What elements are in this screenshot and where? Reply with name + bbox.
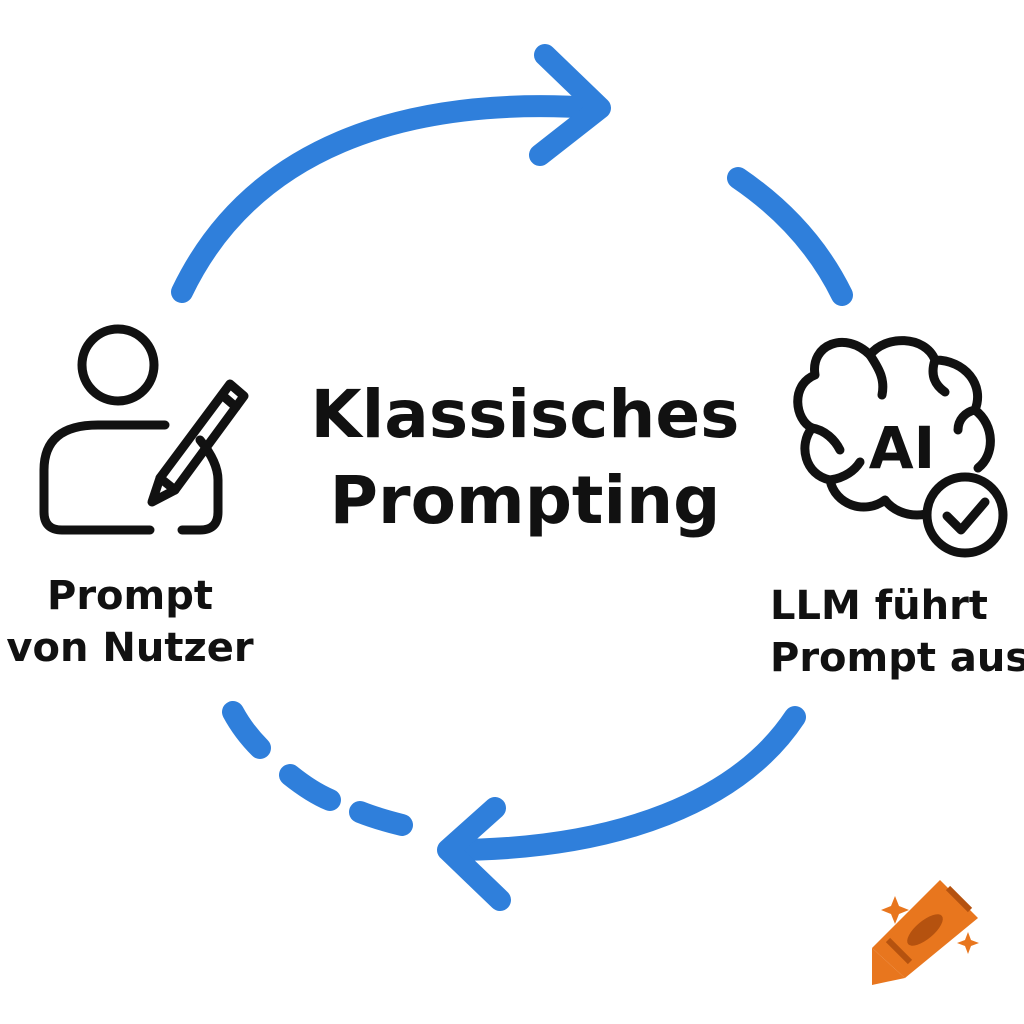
- llm-label-line-2: Prompt aus: [770, 635, 1024, 681]
- crayon-band-2: [885, 937, 913, 965]
- left-dash-3: [349, 801, 413, 836]
- pencil-icon: [147, 379, 249, 507]
- sparkle-icon-2: [957, 932, 979, 954]
- llm-node-label: LLM führt Prompt aus: [770, 580, 1024, 684]
- bottom-arrowhead: [437, 797, 511, 911]
- user-body-shape: [39, 420, 170, 535]
- right-upper-dash: [727, 167, 853, 306]
- brain-fold-2: [928, 355, 950, 397]
- user-label-line-1: Prompt: [47, 573, 213, 619]
- brain-fold-1: [865, 350, 888, 400]
- brain-outline: [793, 337, 950, 520]
- sparkle-icon-1: [881, 896, 909, 924]
- check-badge-icon: [922, 472, 1008, 558]
- left-dash-2: [279, 764, 341, 811]
- user-body-right: [177, 435, 223, 535]
- left-dash-1: [222, 701, 271, 759]
- bottom-right-arc: [439, 706, 806, 861]
- llm-label-line-1: LLM führt: [770, 583, 988, 629]
- diagram-title: Klassisches Prompting: [290, 372, 760, 544]
- top-arc-arrow: [171, 95, 606, 303]
- brain-fold-5: [825, 457, 865, 485]
- ai-icon-text: AI: [869, 414, 935, 482]
- brain-outline-right: [865, 336, 995, 473]
- crayon-tip: [872, 948, 905, 985]
- user-head-shape: [77, 324, 159, 406]
- brain-fold-3: [807, 423, 845, 455]
- title-line-2: Prompting: [329, 462, 721, 539]
- user-label-line-2: von Nutzer: [6, 625, 254, 671]
- crayon-band-1: [945, 885, 973, 913]
- user-node-label: Prompt von Nutzer: [0, 570, 260, 674]
- brain-fold-4: [953, 405, 980, 435]
- crayon-label: [907, 914, 943, 946]
- top-arrowhead: [529, 44, 611, 166]
- title-line-1: Klassisches: [310, 376, 740, 453]
